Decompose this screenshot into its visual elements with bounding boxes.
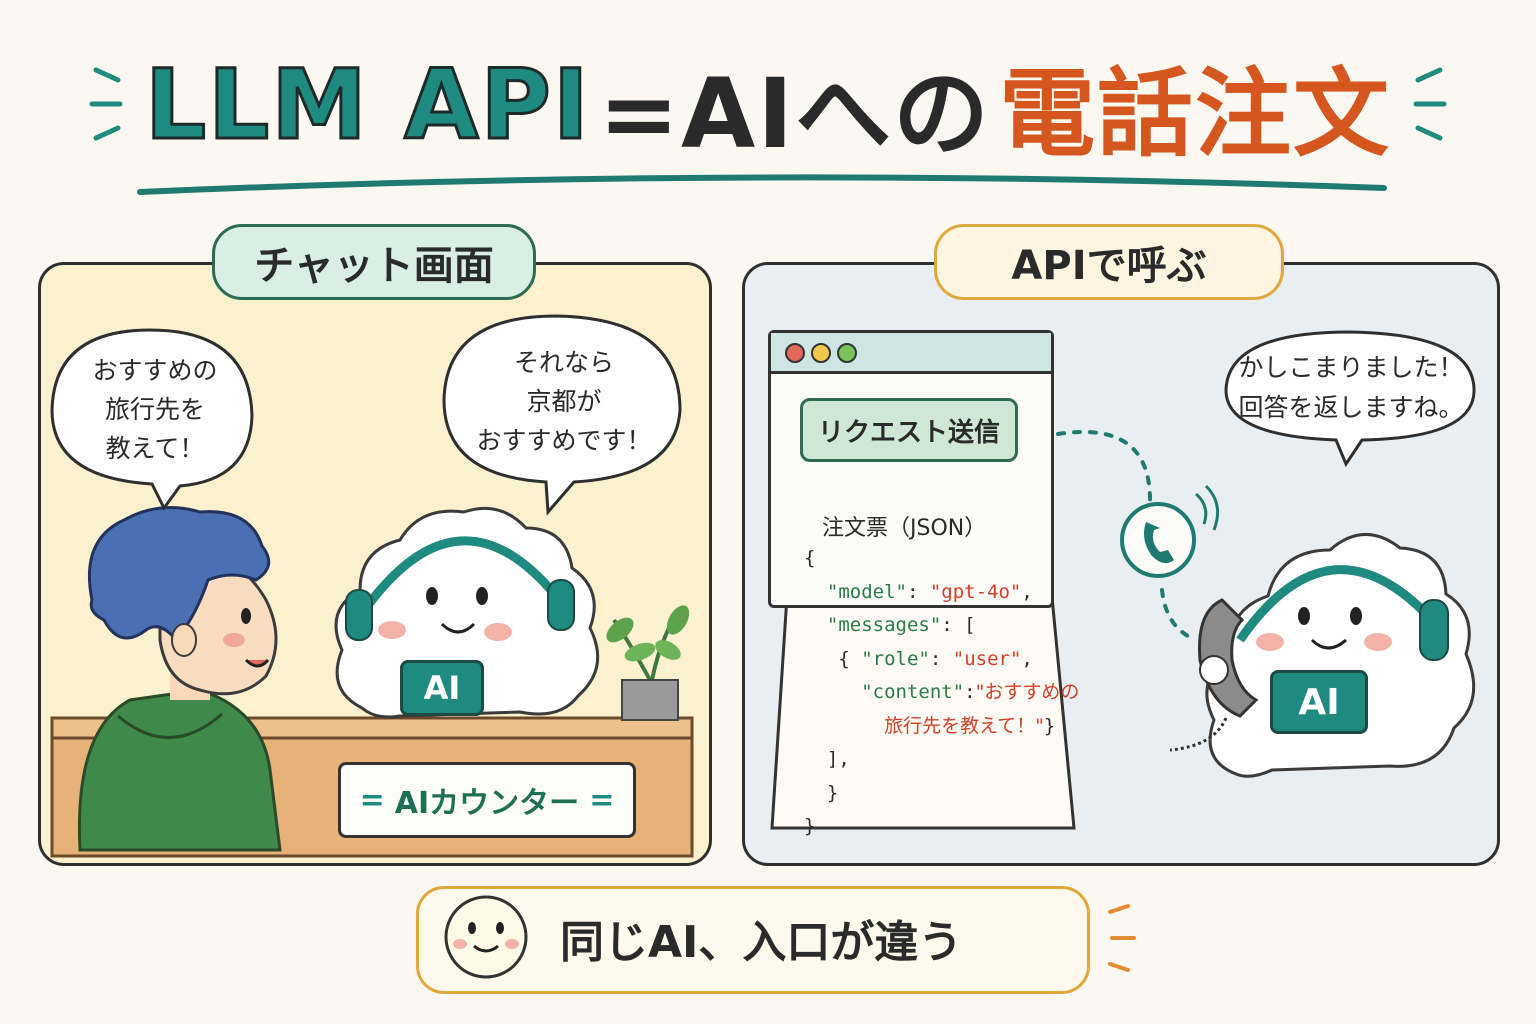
browser-titlebar [771,333,1051,374]
footer-spark [1108,904,1136,972]
ai-bubble-text-left: それなら 京都が おすすめです！ [476,348,652,455]
ai-speech-bubble-left [442,314,682,516]
title-underline [137,174,1387,195]
title-spark-left [89,67,123,141]
browser-window [768,330,1054,608]
ai-badge-left: AI [400,660,484,716]
maximize-dot-icon [837,343,857,363]
boy-character [77,506,282,852]
phone-icon [1120,484,1220,578]
close-dot-icon [785,343,805,363]
json-doc-title: 注文票（JSON） [822,516,987,541]
user-bubble-text: おすすめの 旅行先を 教えて！ [92,356,218,463]
ai-bubble-text-right: かしこまりました！ 回答を返しますね。 [1238,353,1464,422]
send-request-button[interactable]: リクエスト送信 [800,398,1018,462]
title-part-ai: =AIへの [598,57,992,170]
smile-face-icon [444,895,528,979]
title-part-llm-api: LLM API [143,48,591,163]
page-title: LLM API =AIへの 電話注文 [0,40,1536,170]
ai-badge-right: AI [1270,670,1368,734]
title-part-phone-order: 電話注文 [999,57,1392,170]
user-speech-bubble [50,328,254,511]
title-spark-right [1413,67,1447,141]
dotted-connection [1056,429,1152,502]
api-call-label: APIで呼ぶ [934,224,1284,300]
plant [606,605,690,721]
footer-text: 同じAI、入口が違う [560,917,963,968]
json-code-block: { "model": "gpt-4o", "messages": [ { "ro… [804,547,1080,837]
minimize-dot-icon [811,343,831,363]
chat-screen-label: チャット画面 [212,224,536,300]
ai-cloud-right [1169,533,1476,778]
ai-counter-sign: = AIカウンター = [338,762,636,838]
ai-speech-bubble-right [1224,330,1476,468]
